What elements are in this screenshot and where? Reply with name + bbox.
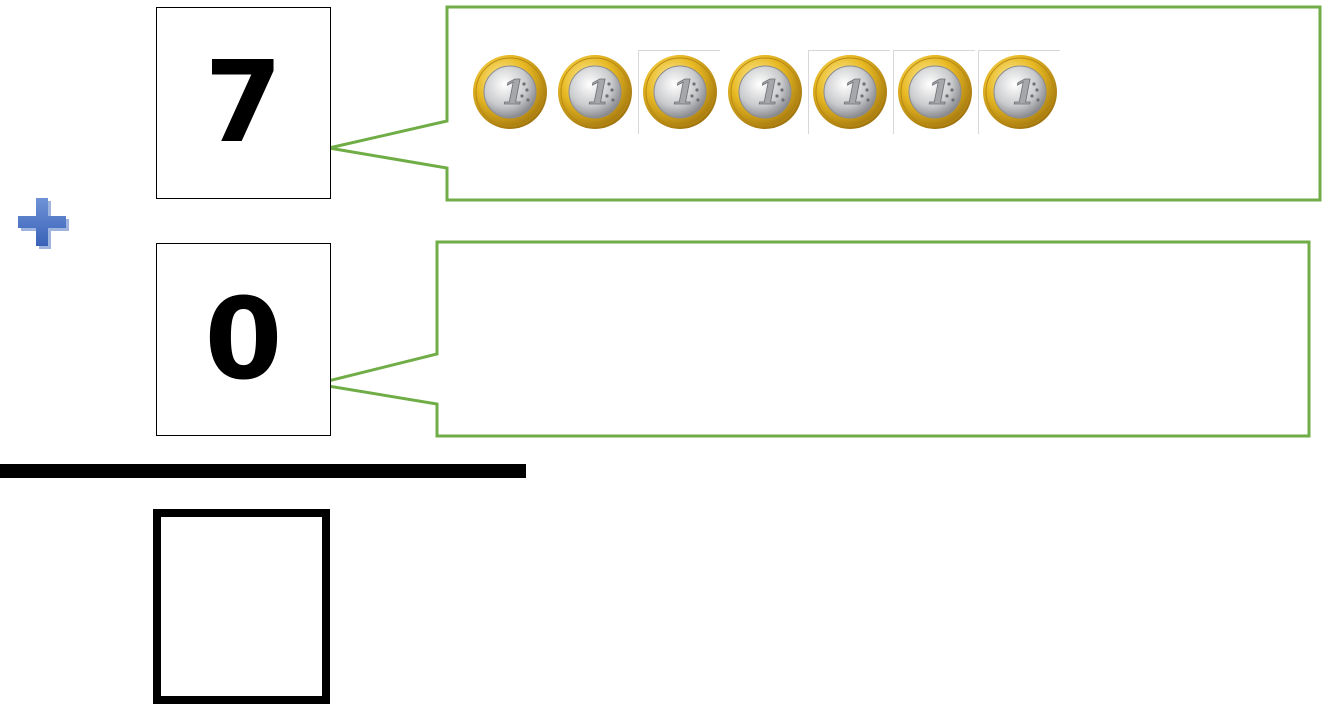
- euro-coin-icon: 1: [893, 50, 975, 134]
- plus-icon: [10, 190, 74, 254]
- svg-text:1: 1: [672, 73, 696, 113]
- euro-coin-icon: 1: [470, 50, 548, 134]
- svg-text:1: 1: [1012, 73, 1036, 113]
- first-addend-card: 7: [156, 7, 331, 199]
- answer-box[interactable]: [153, 509, 330, 704]
- svg-text:1: 1: [927, 73, 951, 113]
- second-addend-card: 0: [156, 243, 331, 436]
- svg-text:1: 1: [842, 73, 866, 113]
- svg-text:1: 1: [587, 73, 611, 113]
- euro-coin-icon: 1: [978, 50, 1060, 134]
- euro-coin-icon: 1: [555, 50, 633, 134]
- svg-text:1: 1: [502, 73, 526, 113]
- callout-second-addend: [315, 240, 1311, 438]
- sum-line: [0, 464, 526, 478]
- first-addend-value: 7: [204, 38, 283, 168]
- coin-row: 1 1 1 1 1 1 1: [470, 50, 1065, 134]
- second-addend-value: 0: [204, 274, 283, 405]
- euro-coin-icon: 1: [808, 50, 890, 134]
- svg-text:1: 1: [757, 73, 781, 113]
- euro-coin-icon: 1: [638, 50, 720, 134]
- euro-coin-icon: 1: [725, 50, 803, 134]
